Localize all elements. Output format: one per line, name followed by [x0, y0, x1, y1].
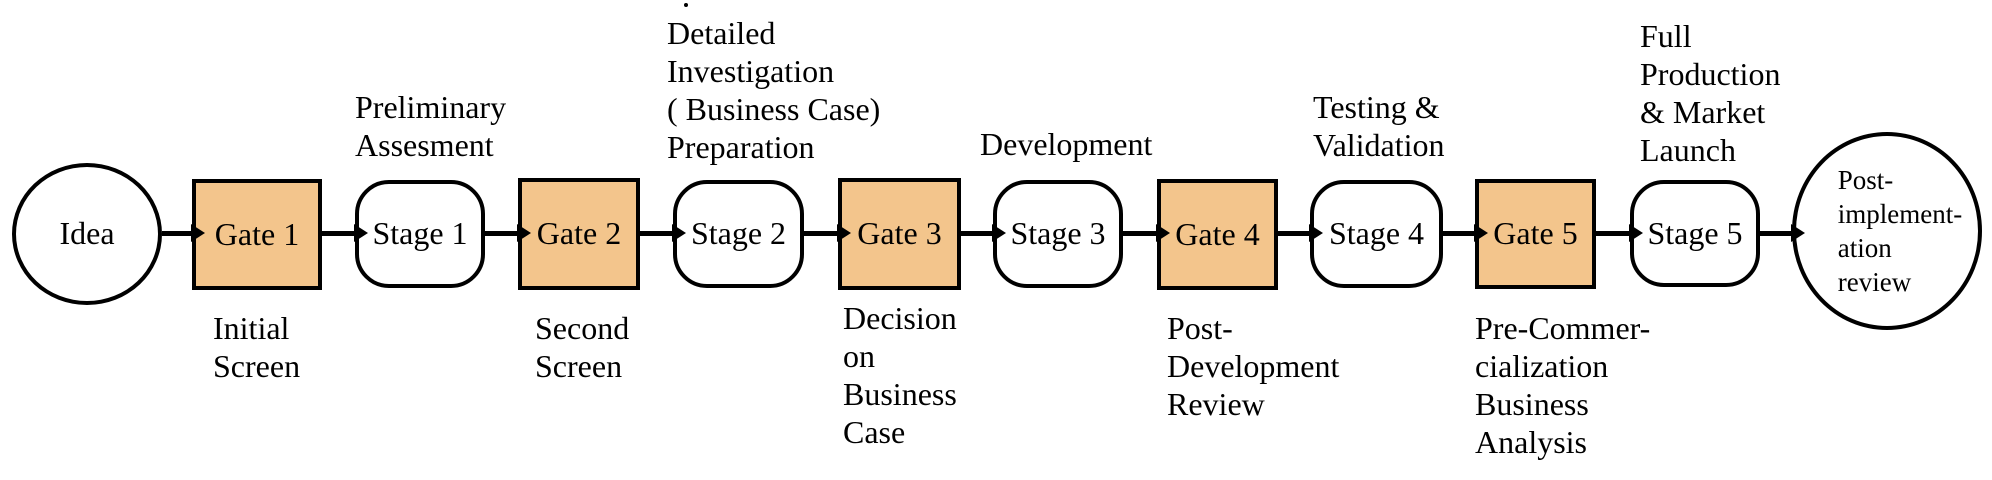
- arrow-stage-5-to-post-implementation-review: [1760, 224, 1805, 242]
- node-stage-4: Stage 4: [1310, 180, 1443, 288]
- node-gate-3-label: Gate 3: [857, 215, 942, 252]
- caption-second-screen: Second Screen: [535, 310, 630, 384]
- node-stage-3: Stage 3: [993, 180, 1123, 288]
- caption-preliminary-assesment: Preliminary Assesment: [355, 89, 507, 163]
- node-stage-1: Stage 1: [355, 180, 485, 288]
- caption-full-production-market-launch: Full Production & Market Launch: [1640, 18, 1781, 168]
- caption-decision-on-business-case: Decision on Business Case: [843, 300, 957, 450]
- node-gate-5: Gate 5: [1475, 179, 1596, 289]
- node-gate-1-label: Gate 1: [214, 215, 300, 252]
- arrow-stage-1-to-gate-2: [485, 224, 531, 242]
- node-gate-4: Gate 4: [1157, 179, 1278, 290]
- caption-pre-commercialization-business-analysis: Pre-Commer- cialization Business Analysi…: [1475, 310, 1651, 460]
- caption-testing-validation: Testing & Validation: [1313, 89, 1445, 163]
- arrow-gate-4-to-stage-4: [1278, 224, 1323, 242]
- caption-post-development-review: Post- Development Review: [1167, 310, 1340, 422]
- node-gate-5-label: Gate 5: [1493, 215, 1578, 252]
- node-stage-1-label: Stage 1: [372, 215, 468, 252]
- arrow-stage-2-to-gate-3: [804, 224, 851, 242]
- node-gate-4-label: Gate 4: [1175, 215, 1260, 252]
- arrow-gate-2-to-stage-2: [640, 224, 686, 242]
- node-stage-5: Stage 5: [1630, 180, 1760, 287]
- node-stage-2: Stage 2: [673, 180, 804, 288]
- arrow-gate-5-to-stage-5: [1596, 224, 1643, 242]
- node-stage-2-label: Stage 2: [690, 215, 787, 252]
- node-post-implementation-review-label: Post- implement- ation review: [1837, 165, 1963, 297]
- arrow-gate-3-to-stage-3: [961, 224, 1006, 242]
- node-post-implementation-review: Post- implement- ation review: [1792, 132, 1982, 330]
- arrow-stage-4-to-gate-5: [1443, 224, 1488, 242]
- arrow-gate-1-to-stage-1: [322, 224, 368, 242]
- caption-development: Development: [980, 126, 1153, 162]
- node-idea: Idea: [12, 163, 162, 305]
- node-gate-1: Gate 1: [192, 179, 322, 290]
- node-gate-2-label: Gate 2: [536, 215, 622, 252]
- stray-dot: [684, 3, 688, 7]
- arrow-idea-to-gate-1: [162, 224, 205, 242]
- arrow-stage-3-to-gate-4: [1123, 224, 1170, 242]
- caption-initial-screen: Initial Screen: [213, 310, 301, 384]
- node-gate-3: Gate 3: [838, 178, 961, 290]
- caption-detailed-investigation: Detailed Investigation ( Business Case) …: [667, 15, 881, 165]
- node-stage-3-label: Stage 3: [1010, 215, 1106, 252]
- node-stage-4-label: Stage 4: [1328, 215, 1425, 252]
- node-idea-label: Idea: [59, 215, 115, 252]
- node-stage-5-label: Stage 5: [1647, 214, 1743, 251]
- node-gate-2: Gate 2: [518, 178, 640, 290]
